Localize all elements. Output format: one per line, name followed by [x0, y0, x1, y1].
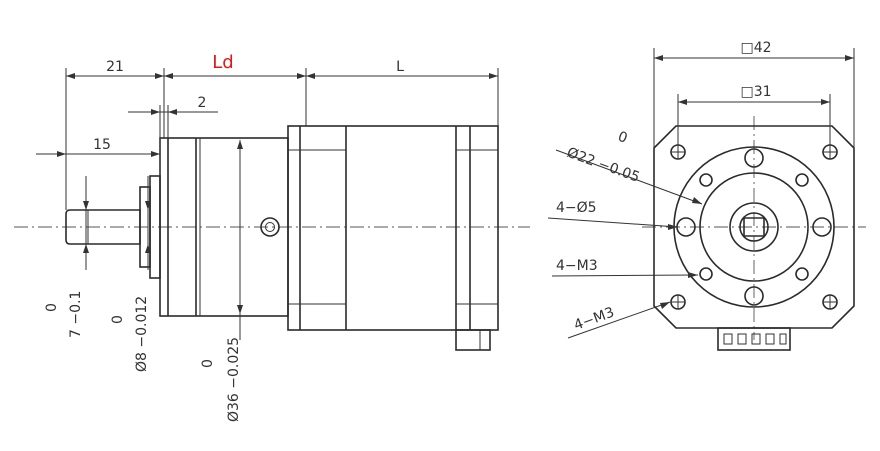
leader-thread-2-arrow — [660, 302, 670, 309]
shaft — [65, 209, 141, 245]
leader-boss — [555, 149, 703, 205]
leader-boss-arrow — [692, 197, 702, 204]
threaded-hole — [795, 267, 809, 281]
side-connector — [455, 329, 491, 351]
flange-holes — [676, 148, 832, 306]
threaded-hole — [795, 173, 809, 187]
front-view: □42 □31 — [547, 40, 866, 351]
shaft-end — [739, 212, 769, 242]
threaded-hole — [699, 267, 713, 281]
dim-2-label: 2 — [198, 95, 207, 111]
leader-holes — [547, 217, 679, 228]
dim-boss-tol: 0 — [616, 129, 630, 147]
motor-body — [287, 125, 499, 331]
leader-thread-1 — [551, 274, 699, 277]
dim-l-label: L — [396, 59, 404, 75]
dim-thread-1-label: 4−M3 — [556, 258, 598, 274]
dim-shaft-flat-label: 7 −0.1 — [68, 291, 84, 338]
threaded-hole — [699, 173, 713, 187]
dim-shaft-dia-label: Ø8 −0.012 — [134, 296, 150, 372]
threaded-holes — [699, 173, 809, 281]
dim-square-42-label: □42 — [740, 40, 771, 56]
dim-shaft-flat-tol: 0 — [44, 303, 60, 312]
dim-15-label: 15 — [93, 137, 111, 153]
front-connector — [717, 327, 791, 351]
leader-thread-1-arrow — [688, 272, 698, 278]
side-view: 21 Ld L 2 15 0 7 −0.1 0 Ø8 −0.012 0 Ø36 … — [14, 52, 530, 422]
front-square-body — [653, 125, 855, 329]
dim-shaft-dia-tol: 0 — [110, 315, 126, 324]
leader-thread-2 — [567, 301, 671, 339]
dim-21-label: 21 — [106, 59, 124, 75]
gearbox-screw — [260, 217, 280, 237]
flange-hole — [744, 286, 764, 306]
corner-holes — [670, 144, 838, 310]
flange-hole — [744, 148, 764, 168]
flange-boss-ring — [699, 172, 809, 282]
dim-square-31-label: □31 — [740, 84, 771, 100]
leader-holes-arrow — [668, 224, 678, 230]
dim-boss-label: Ø22 −0.05 — [565, 145, 642, 186]
dim-ld-label: Ld — [212, 52, 233, 73]
dim-pilot-label: Ø36 −0.025 — [226, 337, 242, 422]
connector-pins — [723, 333, 787, 345]
shaft-boss — [729, 202, 779, 252]
dim-arrows-2 — [151, 109, 177, 115]
dim-holes-label: 4−Ø5 — [556, 200, 597, 216]
gearbox-screw-inner — [265, 222, 275, 232]
shaft-flat — [743, 217, 765, 237]
dim-thread-2-label: 4−M3 — [572, 304, 617, 333]
corner-hole-crosses — [671, 145, 837, 309]
flange-hole — [812, 217, 832, 237]
dim-pilot-tol: 0 — [200, 359, 216, 368]
